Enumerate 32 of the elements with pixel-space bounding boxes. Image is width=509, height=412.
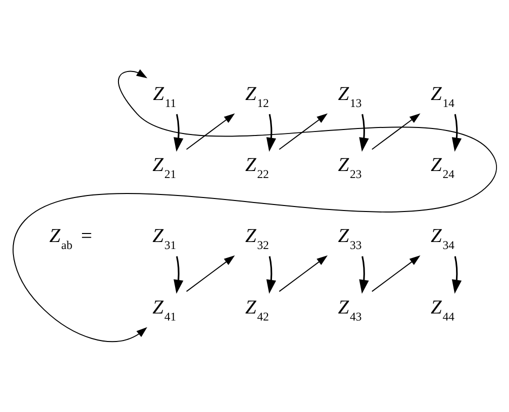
arrow [452,256,462,294]
node-text: Z$_{34}$ [430,224,454,252]
node-text: Z$_{33}$ [338,224,362,252]
node-text: Z$_{31}$ [152,224,176,252]
arrow [372,254,420,292]
arrow [266,114,276,152]
arrow [278,254,328,292]
arrow [359,114,369,152]
node-text: Z$_{42}$ [245,296,269,323]
node-text: Z$_{41}$ [152,296,176,323]
arrow [266,256,276,294]
node-text: Z$_{43}$ [338,296,362,323]
arrow [186,112,235,150]
node-text: Z$_{44}$ [430,296,454,323]
node-text: Z$_{32}$ [245,224,269,252]
node-text: Z$_{11}$ [152,82,176,110]
node-text: Z$_{13}$ [338,82,362,110]
node-text: Z$_{21}$ [152,154,176,181]
arrow [278,112,328,150]
arrow [174,256,184,294]
arrow [12,68,497,342]
node-text: Z$_{14}$ [430,82,454,110]
node-text: Z$_{23}$ [338,154,362,181]
arrow [372,112,420,150]
arrow [452,114,462,152]
arrow [186,254,235,292]
node-text: Z$_{22}$ [245,154,269,181]
node-text: Z$_{24}$ [430,154,454,181]
arrow [174,114,184,152]
arrow [359,256,369,294]
label: Z$_{ab}$ = [49,224,92,252]
node-text: Z$_{12}$ [245,82,269,110]
